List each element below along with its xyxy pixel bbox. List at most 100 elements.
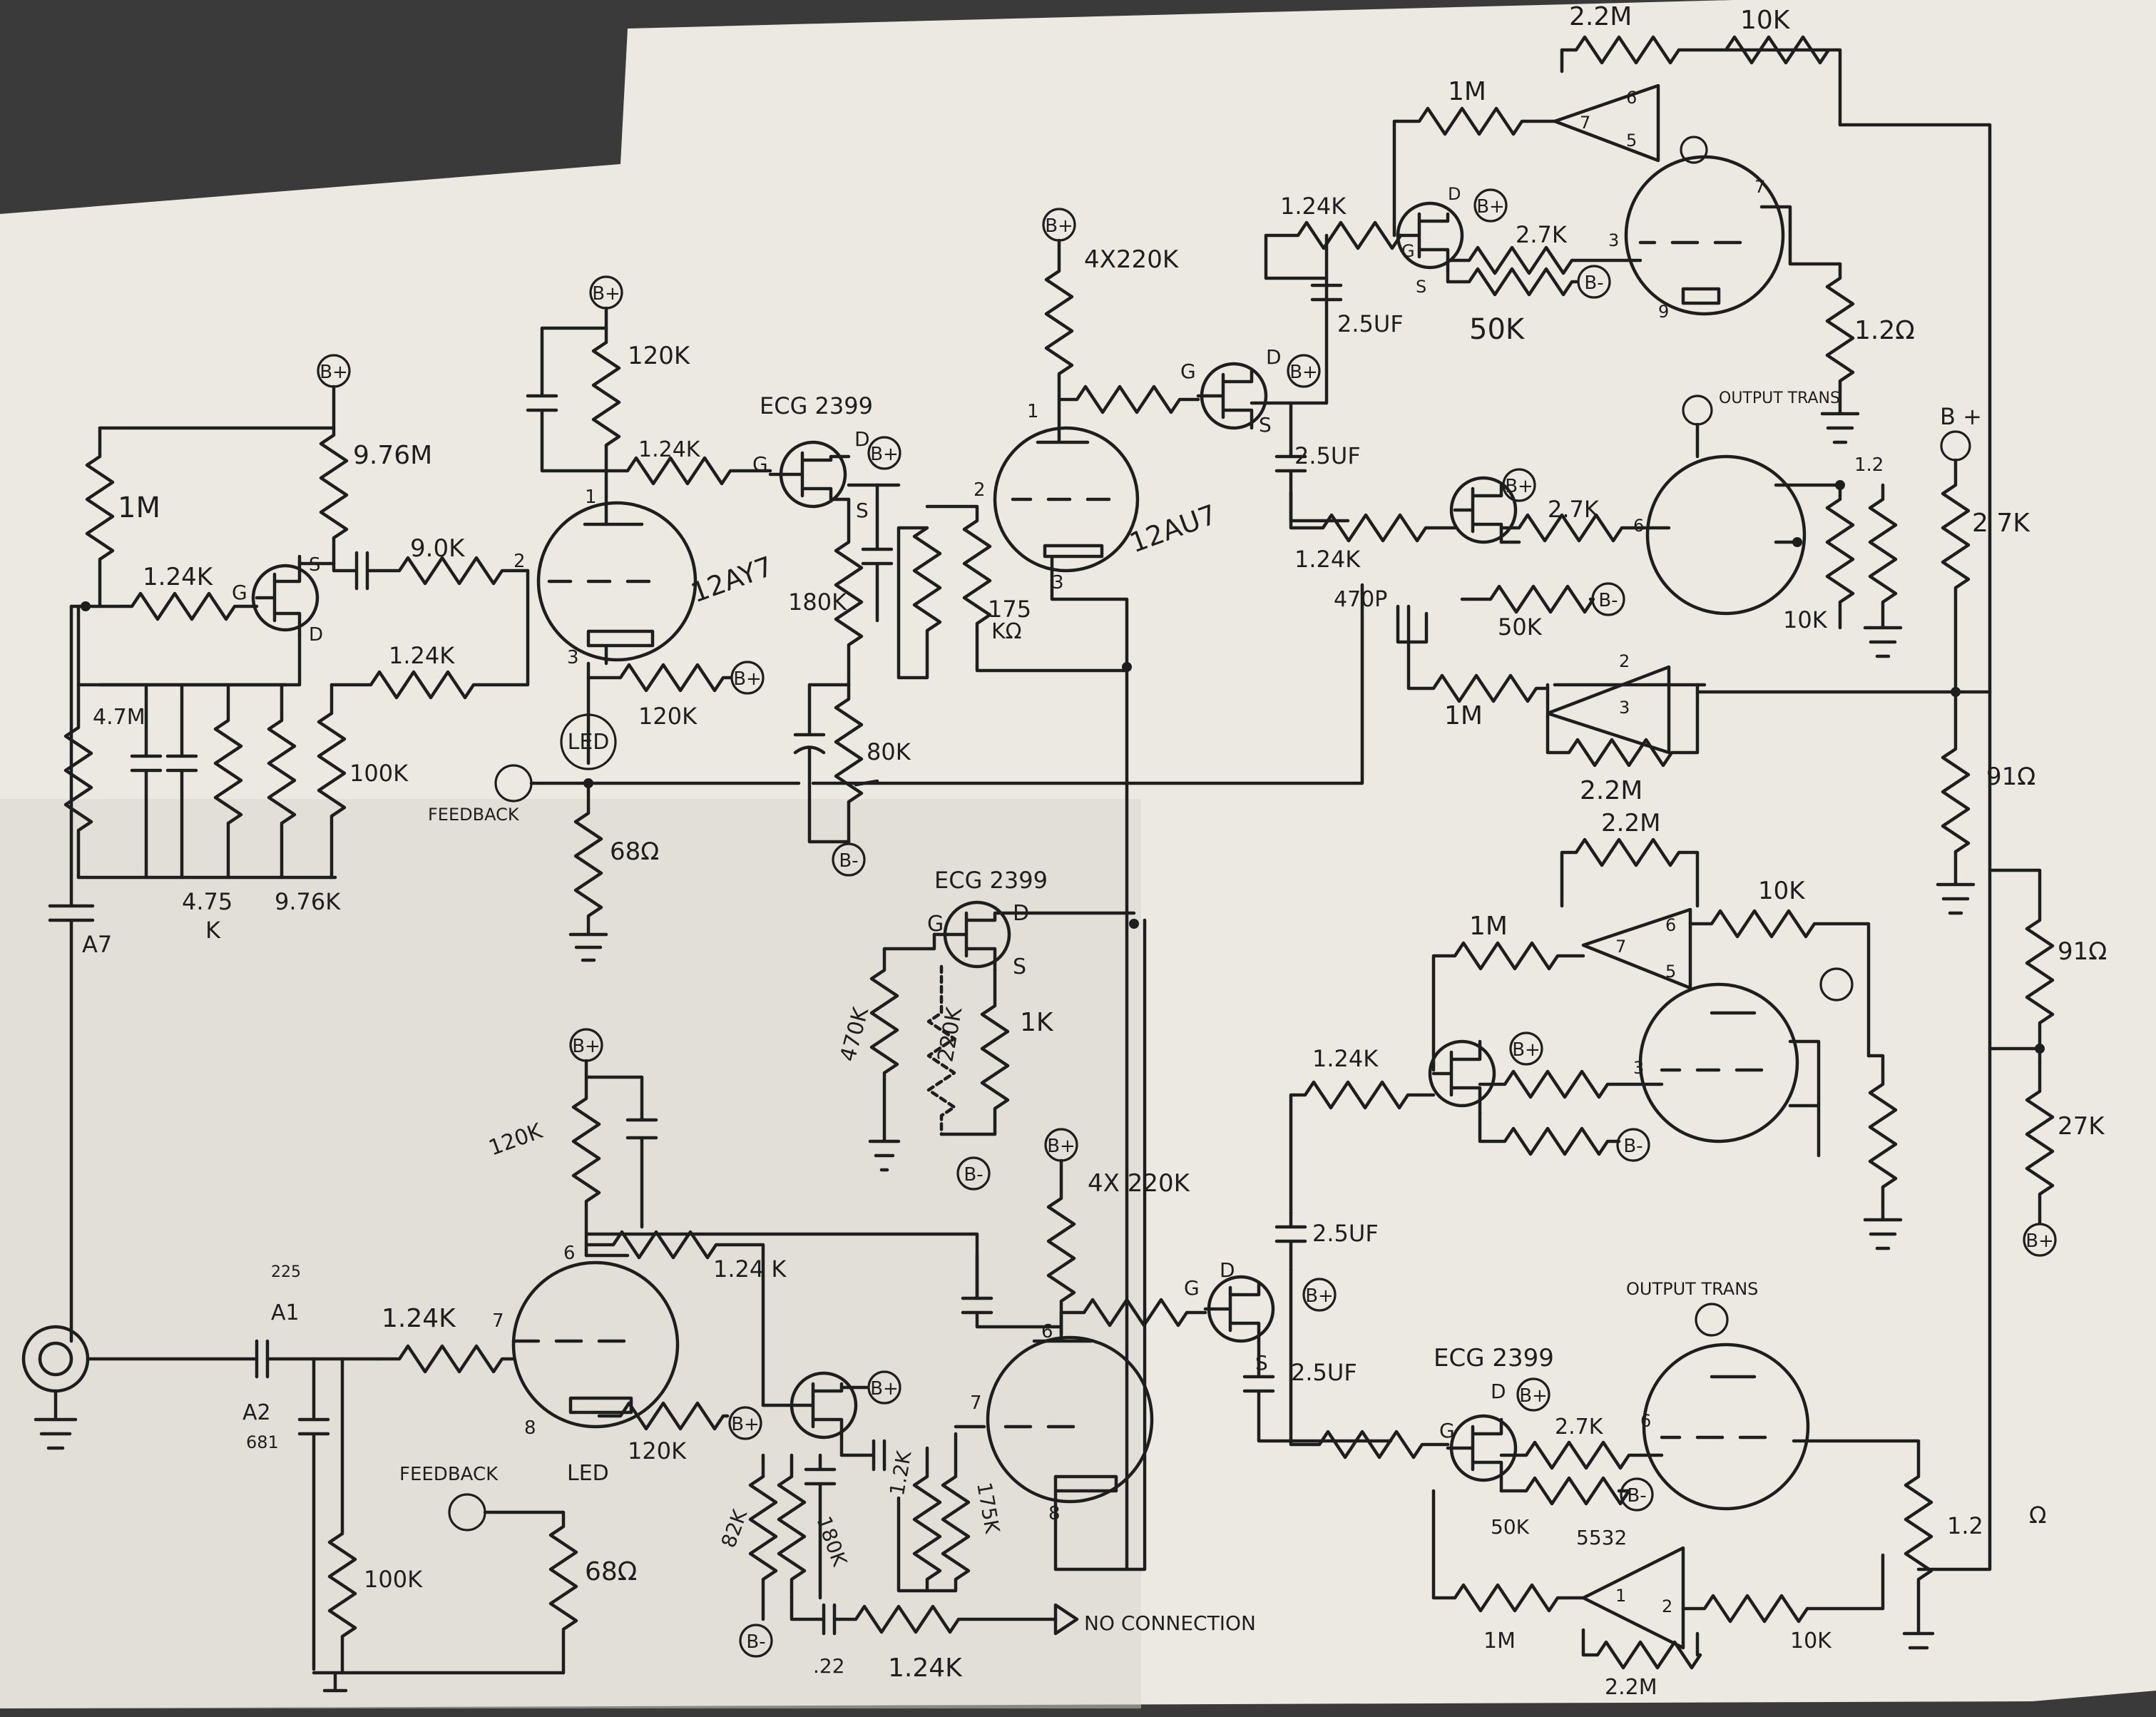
bminus-terminal	[1577, 265, 1611, 299]
cap-label: 2.5UF	[1337, 310, 1404, 337]
cap-bank	[804, 1453, 837, 1600]
junction	[583, 778, 593, 788]
junction	[1951, 687, 1961, 697]
resistor-label: K	[205, 917, 221, 944]
pin-label: 6	[1626, 88, 1637, 108]
nc-label: NO CONNECTION	[1084, 1611, 1256, 1635]
pin-label: 6	[1041, 1321, 1053, 1342]
resistor-label: 1M	[1483, 1629, 1516, 1654]
bplus-terminal	[2023, 1223, 2057, 1257]
resistor-label: 180K	[788, 589, 847, 616]
resistor-50k-mid	[1478, 1111, 1621, 1156]
pin-label: G	[1180, 360, 1196, 383]
potentiometer-80k	[834, 683, 864, 844]
bplus-label: B+	[1047, 1136, 1076, 1157]
resistor-124k-gate	[1289, 1080, 1436, 1215]
bplus-label: B+	[1512, 1039, 1541, 1061]
bplus-terminal	[1287, 354, 1321, 388]
part-label: ECG 2399	[760, 392, 873, 419]
pin-label: 3	[1619, 698, 1630, 718]
tube-envelope	[511, 1260, 680, 1429]
pin-label: S	[1259, 413, 1272, 437]
feedback-wire	[529, 583, 1364, 785]
resistor-22m	[1560, 837, 1700, 908]
bplus-label: B+	[592, 283, 620, 305]
resistor-976m	[319, 426, 349, 566]
pin-label: 3	[1052, 572, 1064, 593]
jfet-q3-leads	[1196, 369, 1254, 430]
source-follower-q2: ECG 2399 G D S B+ 180K 80K B- 175 KΩ	[752, 392, 1129, 877]
resistor-label: 4X 220K	[1088, 1169, 1191, 1198]
bminus-terminal	[956, 1156, 991, 1191]
resistor-label: 1M	[1444, 701, 1483, 730]
resistor-label: 2.2M	[1569, 2, 1632, 31]
junction	[1129, 919, 1139, 929]
bplus-terminal	[1473, 188, 1508, 223]
part-label: ECG 2399	[934, 867, 1048, 894]
resistor-label: 100K	[349, 760, 409, 787]
jfet-q4-leads	[1396, 212, 1450, 273]
resistor-label: 1.24 K	[713, 1255, 787, 1283]
resistor-180k-b	[777, 1453, 807, 1600]
plate-cap	[526, 306, 608, 473]
cap-label: A1	[271, 1300, 300, 1325]
bplus-terminal	[1302, 1278, 1337, 1312]
resistor-label: 1M	[118, 491, 160, 524]
resistor-68	[483, 1510, 578, 1675]
pin-label: D	[1491, 1380, 1506, 1403]
resistor-label: 50K	[1498, 613, 1543, 641]
resistor-1m-fb	[1392, 106, 1557, 238]
junction	[1835, 480, 1845, 490]
pin-label: D	[1220, 1258, 1235, 1282]
resistor-124k-bias	[584, 1230, 765, 1407]
input-jack-core	[38, 1341, 73, 1377]
bminus-label: B-	[1598, 590, 1618, 611]
pin-label: 9	[1658, 302, 1669, 322]
pin-label: 8	[524, 1417, 536, 1439]
jfet-q1	[251, 564, 320, 632]
ground-rail	[312, 1671, 566, 1693]
resistor-22m	[1581, 1628, 1702, 1670]
bplus-label: B+	[1505, 476, 1533, 497]
resistor-label: 1M	[1448, 77, 1486, 106]
resistor-label: 120K	[628, 1437, 687, 1464]
output-tube-3	[1638, 982, 1799, 1143]
jfet-q7-leads	[761, 1382, 869, 1457]
resistor-1m	[1431, 941, 1585, 1072]
pin-label: G	[1184, 1276, 1200, 1300]
opamp-u1	[1553, 83, 1660, 163]
jfet-q9-leads	[1431, 1039, 1482, 1115]
output-stage-top: 2.2M 10K 6 5 7 1M G D S B+ 1.24K 2.5UF 5…	[1264, 2, 1992, 694]
trans-label: OUTPUT TRANS	[1719, 389, 1840, 407]
output-load	[1695, 422, 1903, 658]
resistor-50k	[1499, 1476, 1631, 1506]
bplus-terminal	[728, 1406, 762, 1440]
bplus-label: B+	[572, 1036, 601, 1057]
resistor-label: 80K	[867, 738, 911, 765]
tube-envelope	[993, 426, 1140, 573]
resistor-50k	[1460, 540, 1595, 614]
resistor-gate	[1289, 1268, 1450, 1459]
resistor-label: 1.2	[1854, 454, 1884, 476]
cap-label: 2.5UF	[1294, 442, 1361, 469]
resistor-4x220k	[1044, 238, 1074, 430]
resistor-label: 2.7K	[1548, 496, 1600, 523]
bminus-label: B-	[1584, 272, 1603, 294]
pin-label: 6	[563, 1243, 576, 1264]
resistor-976k	[267, 683, 297, 880]
opamp-u2	[1546, 665, 1707, 755]
pin-label: 7	[970, 1392, 982, 1414]
resistor-label: 10K	[1783, 606, 1828, 633]
resistor-gate	[1057, 384, 1200, 414]
bplus-label: B+	[733, 668, 762, 690]
tube-electrodes	[1660, 1011, 1821, 1158]
opamp-feedback	[1560, 35, 1842, 127]
resistor-470k	[868, 932, 936, 1172]
feedback-label: FEEDBACK	[428, 805, 520, 825]
tube-cap	[1819, 967, 1854, 1002]
cap-and-resistor-90k	[332, 551, 530, 591]
center-follower: ECG 2399 G D S 470K 220K 1K B-	[835, 867, 1139, 1191]
resistor-label: 1.2Ω	[1854, 316, 1915, 345]
resistor-label: Ω	[2029, 1502, 2046, 1529]
